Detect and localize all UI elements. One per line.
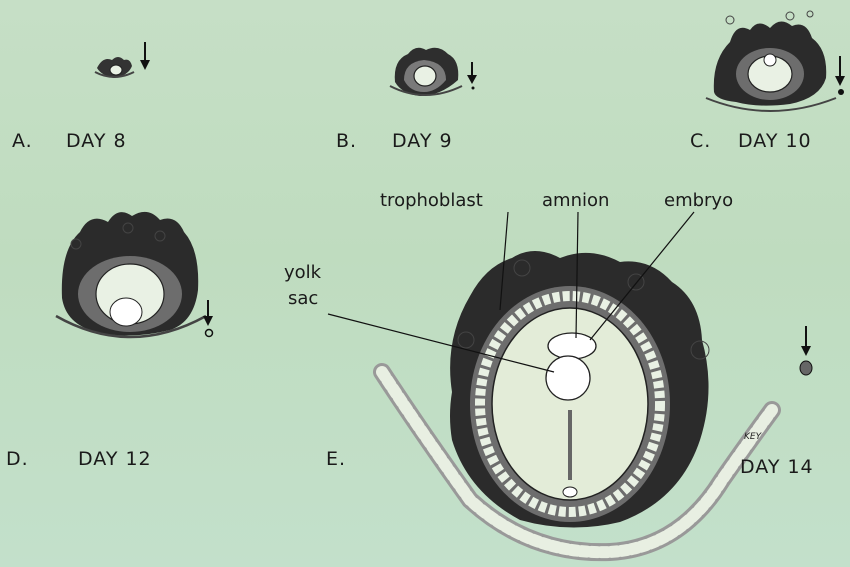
panel-a-letter: A.: [12, 130, 33, 152]
panel-a-day: DAY 8: [66, 130, 127, 152]
embryo-day-9: [390, 48, 462, 96]
sac-label: sac: [288, 288, 318, 309]
panel-d-day: DAY 12: [78, 448, 152, 470]
amnion-label: amnion: [542, 190, 609, 211]
arrow-marker-a: [140, 42, 150, 70]
panel-e-letter: E.: [326, 448, 346, 470]
arrow-marker-d: [203, 300, 213, 337]
panel-d-letter: D.: [6, 448, 29, 470]
arrow-marker-c: [835, 56, 845, 95]
key-label: KEY: [744, 432, 761, 442]
yolk-label: yolk: [284, 262, 321, 283]
arrow-marker-e: [800, 326, 812, 375]
embryo-day-10: [706, 11, 836, 111]
panel-b-day: DAY 9: [392, 130, 453, 152]
trophoblast-label: trophoblast: [380, 190, 483, 211]
embryo-label: embryo: [664, 190, 733, 211]
arrow-marker-b: [467, 62, 477, 90]
panel-e-day: DAY 14: [740, 456, 814, 478]
panel-c-day: DAY 10: [738, 130, 812, 152]
embryo-day-12: [56, 212, 206, 337]
panel-c-letter: C.: [690, 130, 711, 152]
panel-b-letter: B.: [336, 130, 357, 152]
embryo-day-8: [95, 57, 134, 78]
